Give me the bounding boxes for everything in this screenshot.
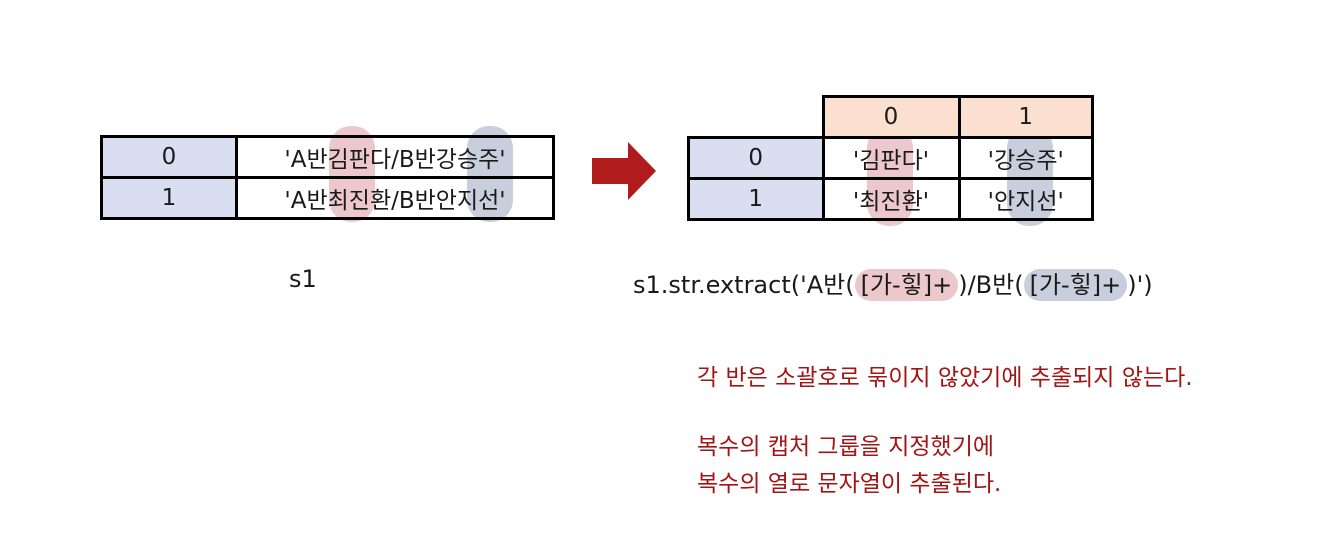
code-suffix: )') [1127,271,1153,299]
table-row: 1 'A반최진환/B반안지선' [100,176,555,220]
column-header: 0 [821,95,961,139]
row-index: 1 [100,176,238,220]
row-value: 'A반최진환/B반안지선' [235,176,555,220]
header-row: 0 1 [689,95,1094,139]
code-prefix: s1.str.extract('A반( [633,271,855,299]
note-line1: 각 반은 소괄호로 묶이지 않았기에 추출되지 않는다. [697,365,1193,391]
row-index: 1 [687,177,825,221]
note-line2: 복수의 캡처 그룹을 지정했기에 [697,434,995,460]
cell-col1: '강승주' [957,136,1094,180]
table-row: 1 '최진환' '안지선' [687,177,1094,221]
cell-col0: '최진환' [821,177,961,221]
code-group1: [가-힣]+ [854,269,959,301]
row-value: 'A반김판다/B반강승주' [235,135,555,179]
cell-col0: '김판다' [821,136,961,180]
row-index: 0 [687,136,825,180]
code-middle: )/B반( [958,271,1024,299]
table-row: 0 'A반김판다/B반강승주' [100,135,555,179]
code-expression: s1.str.extract('A반([가-힣]+)/B반([가-힣]+)') [633,265,1153,301]
cell-col1: '안지선' [957,177,1094,221]
column-header: 1 [957,95,1094,139]
left-label: s1 [289,265,317,293]
row-index: 0 [100,135,238,179]
right-arrow-icon [592,142,656,200]
code-group2: [가-힣]+ [1023,269,1128,301]
note-line3: 복수의 열로 문자열이 추출된다. [697,471,1002,497]
extract-result-table: 0 1 0 '김판다' '강승주' 1 '최진환' '안지선' [687,95,1094,221]
header-corner [689,97,824,138]
table-row: 0 '김판다' '강승주' [687,136,1094,180]
left-series-table: 0 'A반김판다/B반강승주' 1 'A반최진환/B반안지선' [100,135,555,220]
